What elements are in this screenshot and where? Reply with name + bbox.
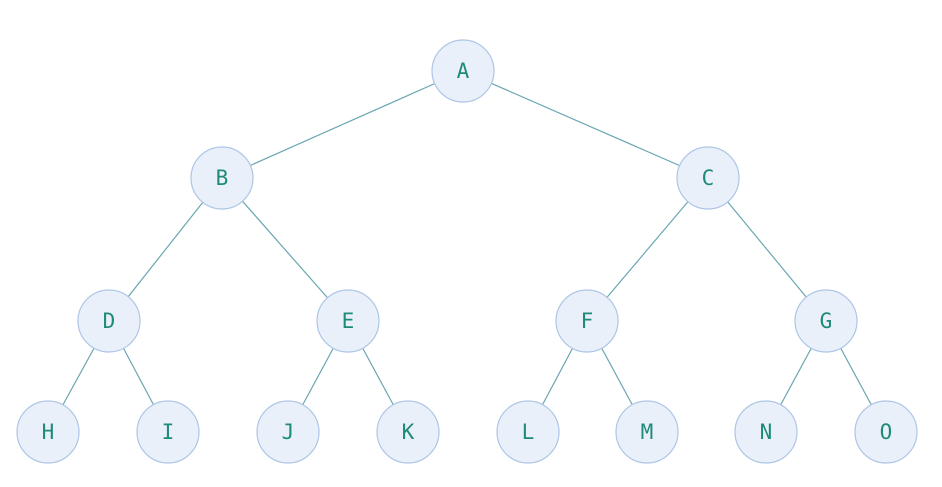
node-circle bbox=[431, 39, 495, 103]
edges-layer bbox=[47, 70, 887, 433]
tree-node-c: C bbox=[676, 146, 740, 210]
tree-node-e: E bbox=[316, 289, 380, 353]
node-circle bbox=[256, 400, 320, 464]
tree-node-a: A bbox=[431, 39, 495, 103]
node-label: A bbox=[457, 59, 470, 83]
tree-node-l: L bbox=[496, 400, 560, 464]
node-label: L bbox=[522, 420, 535, 444]
tree-node-j: J bbox=[256, 400, 320, 464]
node-circle bbox=[190, 146, 254, 210]
node-circle bbox=[854, 400, 918, 464]
node-label: O bbox=[880, 420, 893, 444]
node-circle bbox=[555, 289, 619, 353]
tree-node-m: M bbox=[615, 400, 679, 464]
node-circle bbox=[676, 146, 740, 210]
node-circle bbox=[376, 400, 440, 464]
nodes-layer: A B C D E F G H I J K L M N O bbox=[16, 39, 918, 464]
node-circle bbox=[615, 400, 679, 464]
node-circle bbox=[734, 400, 798, 464]
edge-b-e bbox=[221, 177, 349, 322]
node-circle bbox=[496, 400, 560, 464]
edge-a-b bbox=[221, 70, 464, 179]
tree-node-g: G bbox=[794, 289, 858, 353]
node-circle bbox=[16, 400, 80, 464]
tree-node-h: H bbox=[16, 400, 80, 464]
node-circle bbox=[794, 289, 858, 353]
node-label: D bbox=[103, 309, 116, 333]
node-label: K bbox=[402, 420, 415, 444]
node-circle bbox=[77, 289, 141, 353]
tree-node-k: K bbox=[376, 400, 440, 464]
tree-node-i: I bbox=[136, 400, 200, 464]
node-label: F bbox=[581, 309, 594, 333]
tree-node-n: N bbox=[734, 400, 798, 464]
node-circle bbox=[316, 289, 380, 353]
node-label: B bbox=[216, 166, 229, 190]
node-label: G bbox=[820, 309, 833, 333]
tree-node-o: O bbox=[854, 400, 918, 464]
tree-node-d: D bbox=[77, 289, 141, 353]
node-label: I bbox=[162, 420, 175, 444]
tree-node-f: F bbox=[555, 289, 619, 353]
tree-node-b: B bbox=[190, 146, 254, 210]
node-label: J bbox=[282, 420, 295, 444]
node-label: E bbox=[342, 309, 355, 333]
node-circle bbox=[136, 400, 200, 464]
node-label: H bbox=[42, 420, 55, 444]
edge-a-c bbox=[462, 70, 709, 179]
node-label: C bbox=[702, 166, 715, 190]
node-label: M bbox=[641, 420, 654, 444]
node-label: N bbox=[760, 420, 773, 444]
